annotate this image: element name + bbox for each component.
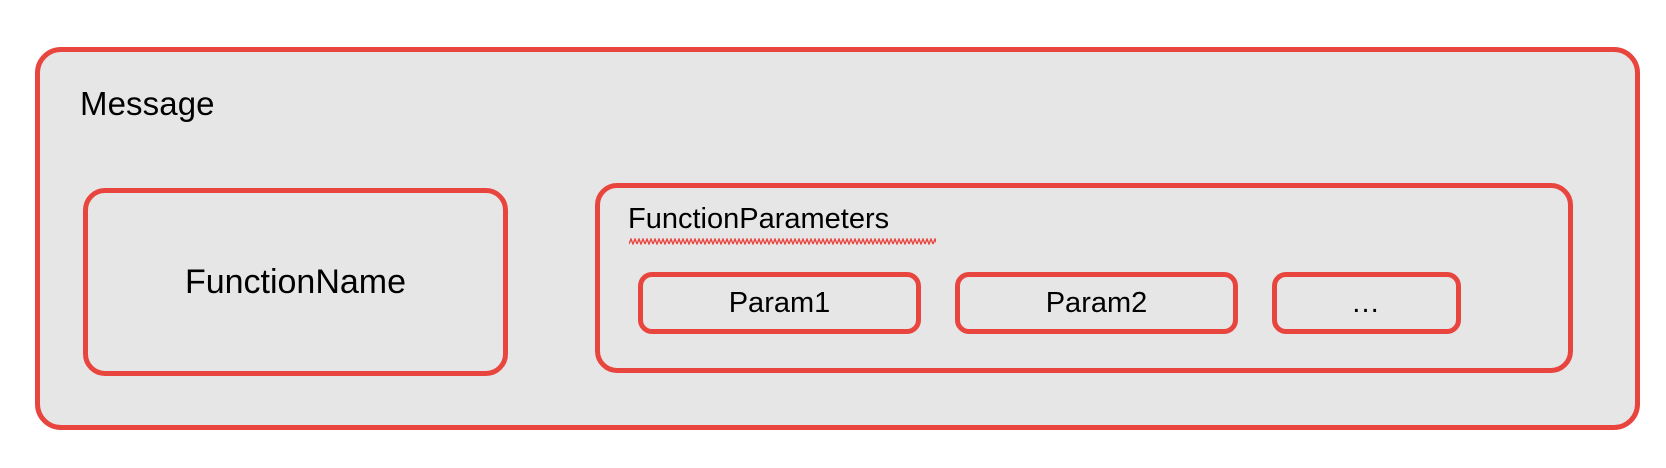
function-name-label: FunctionName (184, 263, 407, 301)
param-box-more-label: … (1351, 287, 1382, 319)
message-box[interactable]: Message FunctionName FunctionParameters … (35, 47, 1640, 430)
function-name-box[interactable]: FunctionName (83, 188, 508, 376)
message-box-label: Message (80, 85, 215, 122)
param-box-1-label: Param1 (728, 287, 831, 319)
param-box-2-label: Param2 (1045, 287, 1148, 319)
param-box-more[interactable]: … (1272, 272, 1461, 334)
param-box-1[interactable]: Param1 (638, 272, 921, 334)
param-box-2[interactable]: Param2 (955, 272, 1238, 334)
function-parameters-box[interactable]: FunctionParameters Param1 Param2 … (595, 183, 1573, 373)
function-parameters-label: FunctionParameters (628, 203, 890, 235)
spellcheck-squiggle-underline (629, 238, 936, 245)
